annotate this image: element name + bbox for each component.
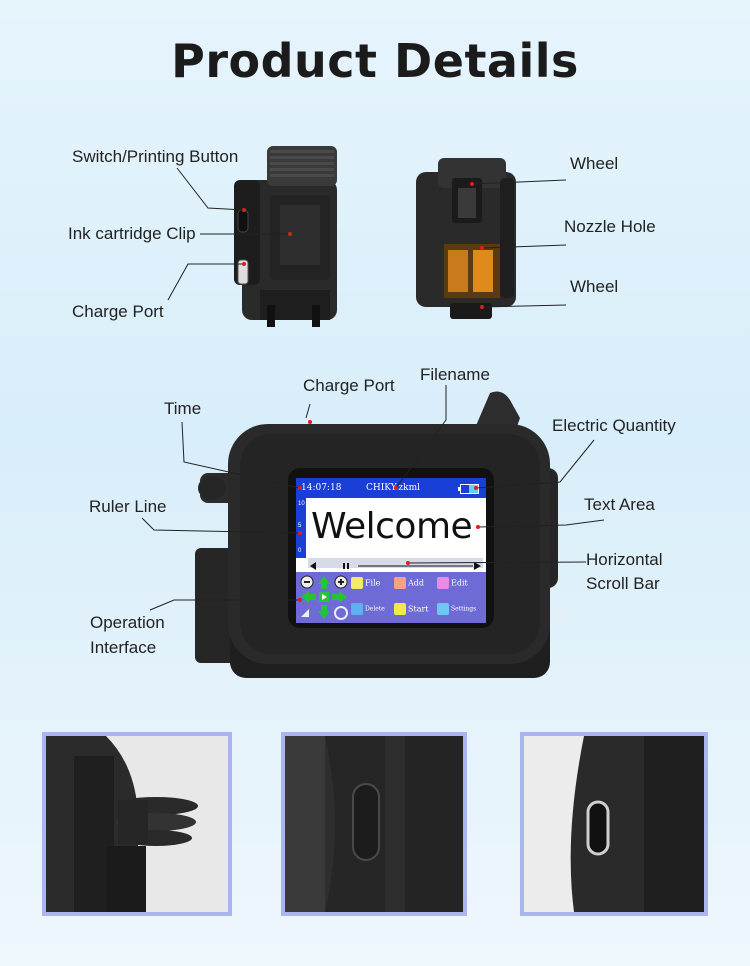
label-horizontal-1: Horizontal <box>586 550 663 569</box>
thumbnail-button-closeup <box>281 732 467 916</box>
settings-button[interactable]: Settings <box>437 603 476 616</box>
direction-pad-icon[interactable] <box>300 575 348 620</box>
scroll-arrows-icon <box>310 562 481 570</box>
label-interface-2: Interface <box>90 638 157 657</box>
label-nozzle-hole: Nozzle Hole <box>564 217 656 236</box>
file-button[interactable]: File <box>351 577 380 590</box>
edit-icon <box>437 577 449 589</box>
label-ruler-line: Ruler Line <box>89 497 167 516</box>
label-scroll-bar-2: Scroll Bar <box>586 574 660 593</box>
screen-filename: CHIKY.zkml <box>366 483 421 493</box>
file-icon <box>351 577 363 589</box>
screen-operation-interface: File Add Edit Delete Start Settings <box>296 572 486 623</box>
wheel-closeup-image <box>46 736 228 912</box>
device-screen: 14:07:18 CHIKY.zkml 10 5 0 Welcome File <box>296 478 486 623</box>
device-side-view-left <box>234 146 337 327</box>
ruler-tick-5: 5 <box>298 523 302 529</box>
label-text-area: Text Area <box>584 495 655 514</box>
add-button[interactable]: Add <box>394 577 424 590</box>
device-back-view-right <box>416 158 516 319</box>
label-wheel-top: Wheel <box>570 154 619 173</box>
label-electric-quantity: Electric Quantity <box>552 416 676 435</box>
horizontal-scroll-bar[interactable] <box>308 558 483 570</box>
battery-icon <box>458 484 479 494</box>
screen-ruler-line: 10 5 0 <box>296 498 306 558</box>
label-wheel-bottom: Wheel <box>570 277 619 296</box>
screen-status-bar: 14:07:18 CHIKY.zkml <box>296 478 486 498</box>
thumbnail-charge-port-closeup <box>520 732 708 916</box>
label-switch-printing-button: Switch/Printing Button <box>72 147 239 166</box>
ruler-tick-0: 0 <box>298 548 302 554</box>
screen-text-area[interactable]: Welcome <box>311 506 473 547</box>
start-icon <box>394 603 406 615</box>
label-charge-port-main: Charge Port <box>303 376 395 395</box>
delete-icon <box>351 603 363 615</box>
label-filename: Filename <box>420 365 490 384</box>
add-icon <box>394 577 406 589</box>
settings-icon <box>437 603 449 615</box>
start-button[interactable]: Start <box>394 603 429 616</box>
button-closeup-image <box>285 736 463 912</box>
screen-time: 14:07:18 <box>301 483 342 493</box>
thumbnail-wheel-closeup <box>42 732 232 916</box>
label-time: Time <box>164 399 202 418</box>
page-title: Product Details <box>171 34 579 88</box>
delete-button[interactable]: Delete <box>351 603 385 616</box>
ruler-tick-10: 10 <box>298 501 305 507</box>
charge-port-closeup-image <box>524 736 704 912</box>
edit-button[interactable]: Edit <box>437 577 468 590</box>
label-ink-cartridge-clip: Ink cartridge Clip <box>68 224 196 243</box>
label-charge-port-top: Charge Port <box>72 302 164 321</box>
label-operation-1: Operation <box>90 613 165 632</box>
